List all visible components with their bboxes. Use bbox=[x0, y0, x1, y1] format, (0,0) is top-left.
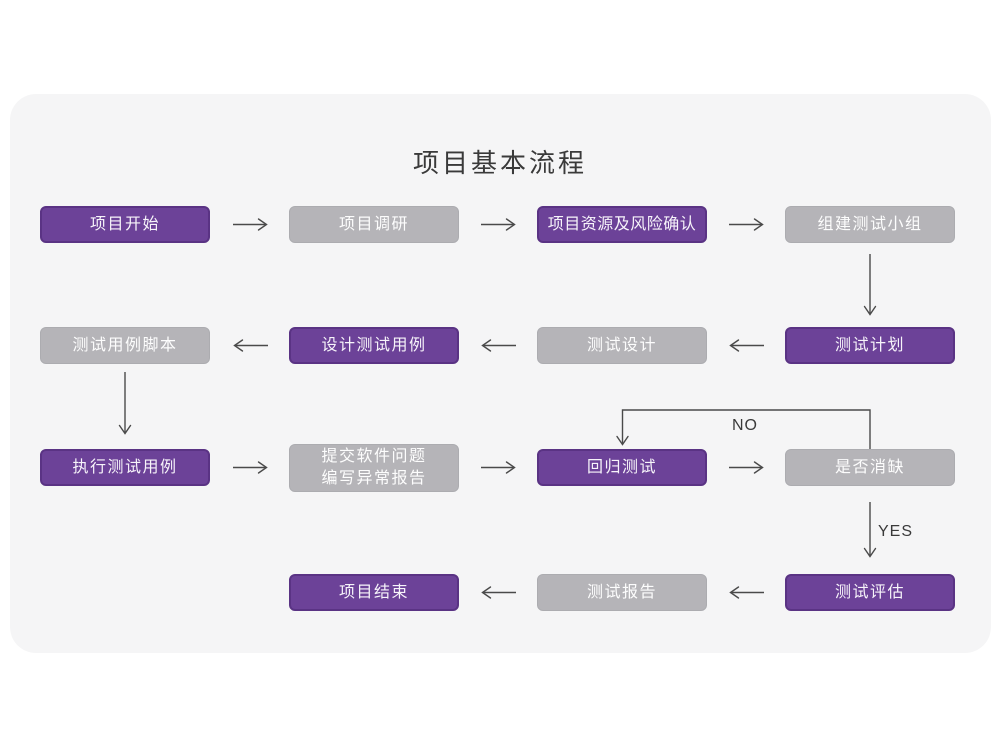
node-test-report: 测试报告 bbox=[537, 574, 707, 611]
node-execute-test-cases: 执行测试用例 bbox=[40, 449, 210, 486]
flowchart-panel bbox=[10, 94, 991, 653]
node-form-test-team: 组建测试小组 bbox=[785, 206, 955, 243]
node-submit-issues-report: 提交软件问题 编写异常报告 bbox=[289, 444, 459, 492]
node-project-start: 项目开始 bbox=[40, 206, 210, 243]
node-test-case-scripts: 测试用例脚本 bbox=[40, 327, 210, 364]
node-resources-risk-confirm: 项目资源及风险确认 bbox=[537, 206, 707, 243]
node-test-design: 测试设计 bbox=[537, 327, 707, 364]
node-project-end: 项目结束 bbox=[289, 574, 459, 611]
node-defect-cleared-decision: 是否消缺 bbox=[785, 449, 955, 486]
branch-label-yes: YES bbox=[878, 523, 914, 540]
node-regression-test: 回归测试 bbox=[537, 449, 707, 486]
node-design-test-cases: 设计测试用例 bbox=[289, 327, 459, 364]
node-test-evaluation: 测试评估 bbox=[785, 574, 955, 611]
node-project-research: 项目调研 bbox=[289, 206, 459, 243]
branch-label-no: NO bbox=[732, 417, 758, 434]
diagram-title: 项目基本流程 bbox=[412, 148, 587, 178]
node-test-plan: 测试计划 bbox=[785, 327, 955, 364]
